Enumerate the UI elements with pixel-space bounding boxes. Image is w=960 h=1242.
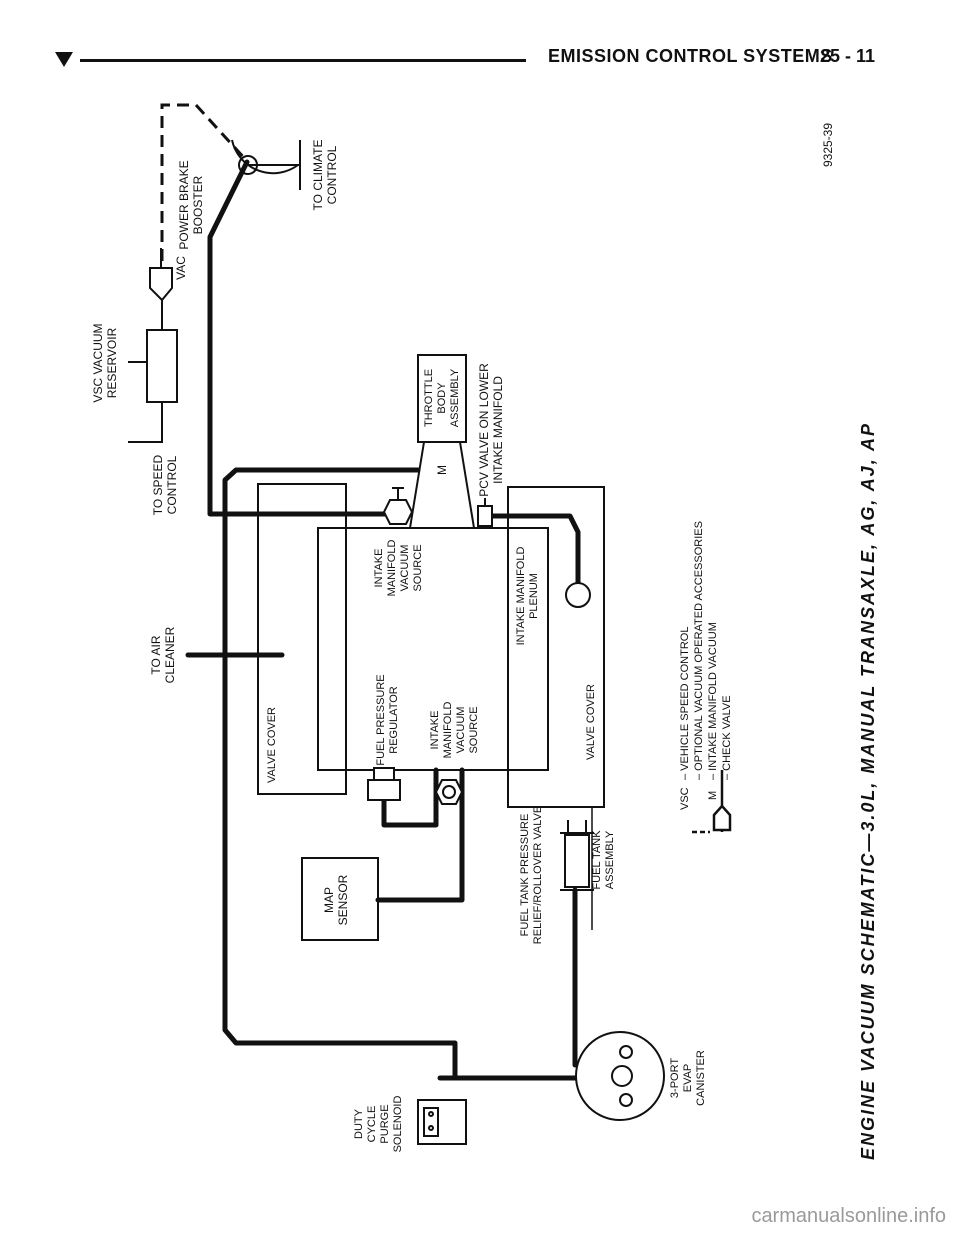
legend-check-valve: – CHECK VALVE: [721, 695, 733, 780]
label-valve-cover-top: VALVE COVER: [266, 707, 278, 783]
label-vac: VAC: [174, 256, 188, 280]
label-fuel-tank-assembly: FUEL TANKASSEMBLY: [591, 830, 616, 890]
label-valve-cover-bottom: VALVE COVER: [585, 684, 597, 760]
section-title: EMISSION CONTROL SYSTEMS: [548, 46, 833, 66]
valve-cover-top: [257, 483, 347, 795]
label-fuel-tank-pressure-relief: FUEL TANK PRESSURERELIEF/ROLLOVER VALVE: [519, 806, 544, 944]
label-pcv-valve: PCV VALVE ON LOWERINTAKE MANIFOLD: [477, 363, 505, 497]
legend-m: – INTAKE MANIFOLD VACUUM: [707, 622, 719, 780]
label-intake-manifold-vacuum-source-bottom: INTAKEMANIFOLDVACUUMSOURCE: [429, 702, 480, 759]
throttle-body: [417, 354, 467, 443]
legend-vsc: – VEHICLE SPEED CONTROL: [679, 627, 691, 780]
diagram-labels: POWER BRAKEBOOSTER TO CLIMATECONTROL VAC…: [91, 123, 835, 1153]
label-evap-canister: 3-PORTEVAPCANISTER: [669, 1050, 707, 1106]
watermark: carmanualsonline.info: [751, 1205, 946, 1227]
label-power-brake-booster: POWER BRAKEBOOSTER: [177, 160, 205, 249]
label-intake-manifold-vacuum-source-top: INTAKEMANIFOLDVACUUMSOURCE: [373, 540, 424, 597]
legend-dashed: – OPTIONAL VACUUM OPERATED ACCESSORIES: [693, 521, 705, 780]
page-number: 25 - 11: [820, 46, 876, 66]
label-to-speed-control: TO SPEEDCONTROL: [151, 454, 179, 515]
label-to-air-cleaner: TO AIRCLEANER: [149, 626, 177, 683]
label-map-sensor: MAPSENSOR: [322, 874, 350, 925]
triangle-marker-icon: [55, 52, 73, 67]
header-rule: [80, 59, 526, 62]
label-m-mark: M: [435, 465, 449, 475]
figure-caption: ENGINE VACUUM SCHEMATIC—3.0L, MANUAL TRA…: [858, 421, 878, 1160]
legend: VSC – VEHICLE SPEED CONTROL – OPTIONAL V…: [679, 521, 733, 810]
label-throttle-body-assembly: THROTTLEBODYASSEMBLY: [423, 368, 461, 427]
engine-block: [317, 527, 549, 771]
vsc-vacuum-reservoir-box: [146, 329, 178, 403]
page-header: EMISSION CONTROL SYSTEMS 25 - 11: [0, 0, 960, 90]
figure-id: 9325-39: [821, 123, 835, 167]
valve-cover-bottom: [507, 486, 605, 808]
legend-symbol-m: M: [707, 791, 719, 800]
label-intake-manifold-plenum: INTAKE MANIFOLDPLENUM: [515, 547, 540, 646]
legend-symbol-vsc: VSC: [679, 787, 691, 810]
label-vsc-vacuum-reservoir: VSC VACUUMRESERVOIR: [91, 323, 119, 402]
label-to-climate-control: TO CLIMATECONTROL: [311, 140, 339, 211]
label-fuel-pressure-regulator: FUEL PRESSUREREGULATOR: [375, 674, 400, 765]
label-duty-cycle-purge-solenoid: DUTYCYCLEPURGESOLENOID: [353, 1096, 404, 1153]
